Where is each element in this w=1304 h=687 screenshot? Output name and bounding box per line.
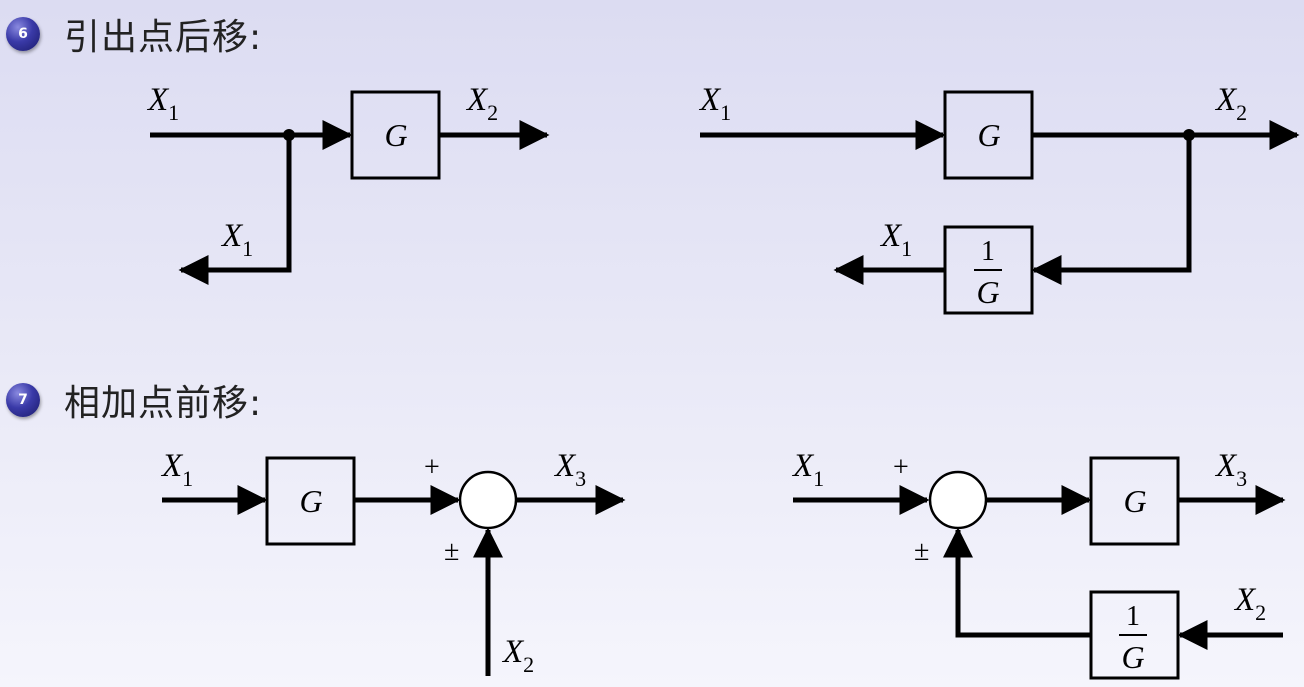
inverse-numerator: 1 [981,236,995,267]
diagram-6-before: G X1 X2 X1 [146,82,550,285]
signal-x3-label: X3 [553,448,586,491]
plus-sign: + [424,452,440,483]
section-7-heading: 7 相加点前移: [6,374,262,426]
block-g-label: G [384,117,407,153]
branch-line [178,135,292,285]
inverse-numerator: 1 [1126,601,1140,632]
signal-x1-branch-label: X1 [220,218,253,261]
plus-sign: + [893,452,909,483]
section-title: 相加点前移: [64,383,263,424]
section-number-badge: 6 [6,17,40,51]
summing-junction [458,470,518,530]
section-title: 引出点后移: [64,17,263,58]
block-g-label: G [299,483,322,519]
feedback-line [1031,135,1192,285]
block-g-label: G [977,117,1000,153]
inverse-to-sum-line [943,527,1091,638]
signal-x2-label: X2 [501,634,534,677]
section-6-heading: 6 引出点后移: [6,8,262,60]
inverse-denominator: G [976,274,999,310]
signal-x1-label: X1 [146,82,179,125]
inverse-denominator: G [1121,639,1144,675]
signal-x2-label: X2 [1214,82,1247,125]
signal-x1-label: X1 [698,82,731,125]
signal-x1-branch-label: X1 [879,218,912,261]
diagram-7-before: G + ± X1 X3 X2 [160,448,626,677]
signal-x1-label: X1 [160,448,193,491]
signal-x2-label: X2 [465,82,498,125]
block-g-label: G [1123,483,1146,519]
signal-x1-label: X1 [791,448,824,491]
signal-x3-label: X3 [1214,448,1247,491]
summing-junction [928,470,988,530]
section-number-badge: 7 [6,383,40,417]
plus-minus-sign: ± [914,536,929,567]
signal-x2-label: X2 [1233,582,1266,625]
diagram-6-after: G 1 G X1 X2 X1 [698,82,1300,315]
diagram-7-after: G 1 G + ± X1 X3 X2 [791,448,1286,680]
plus-minus-sign: ± [444,536,459,567]
